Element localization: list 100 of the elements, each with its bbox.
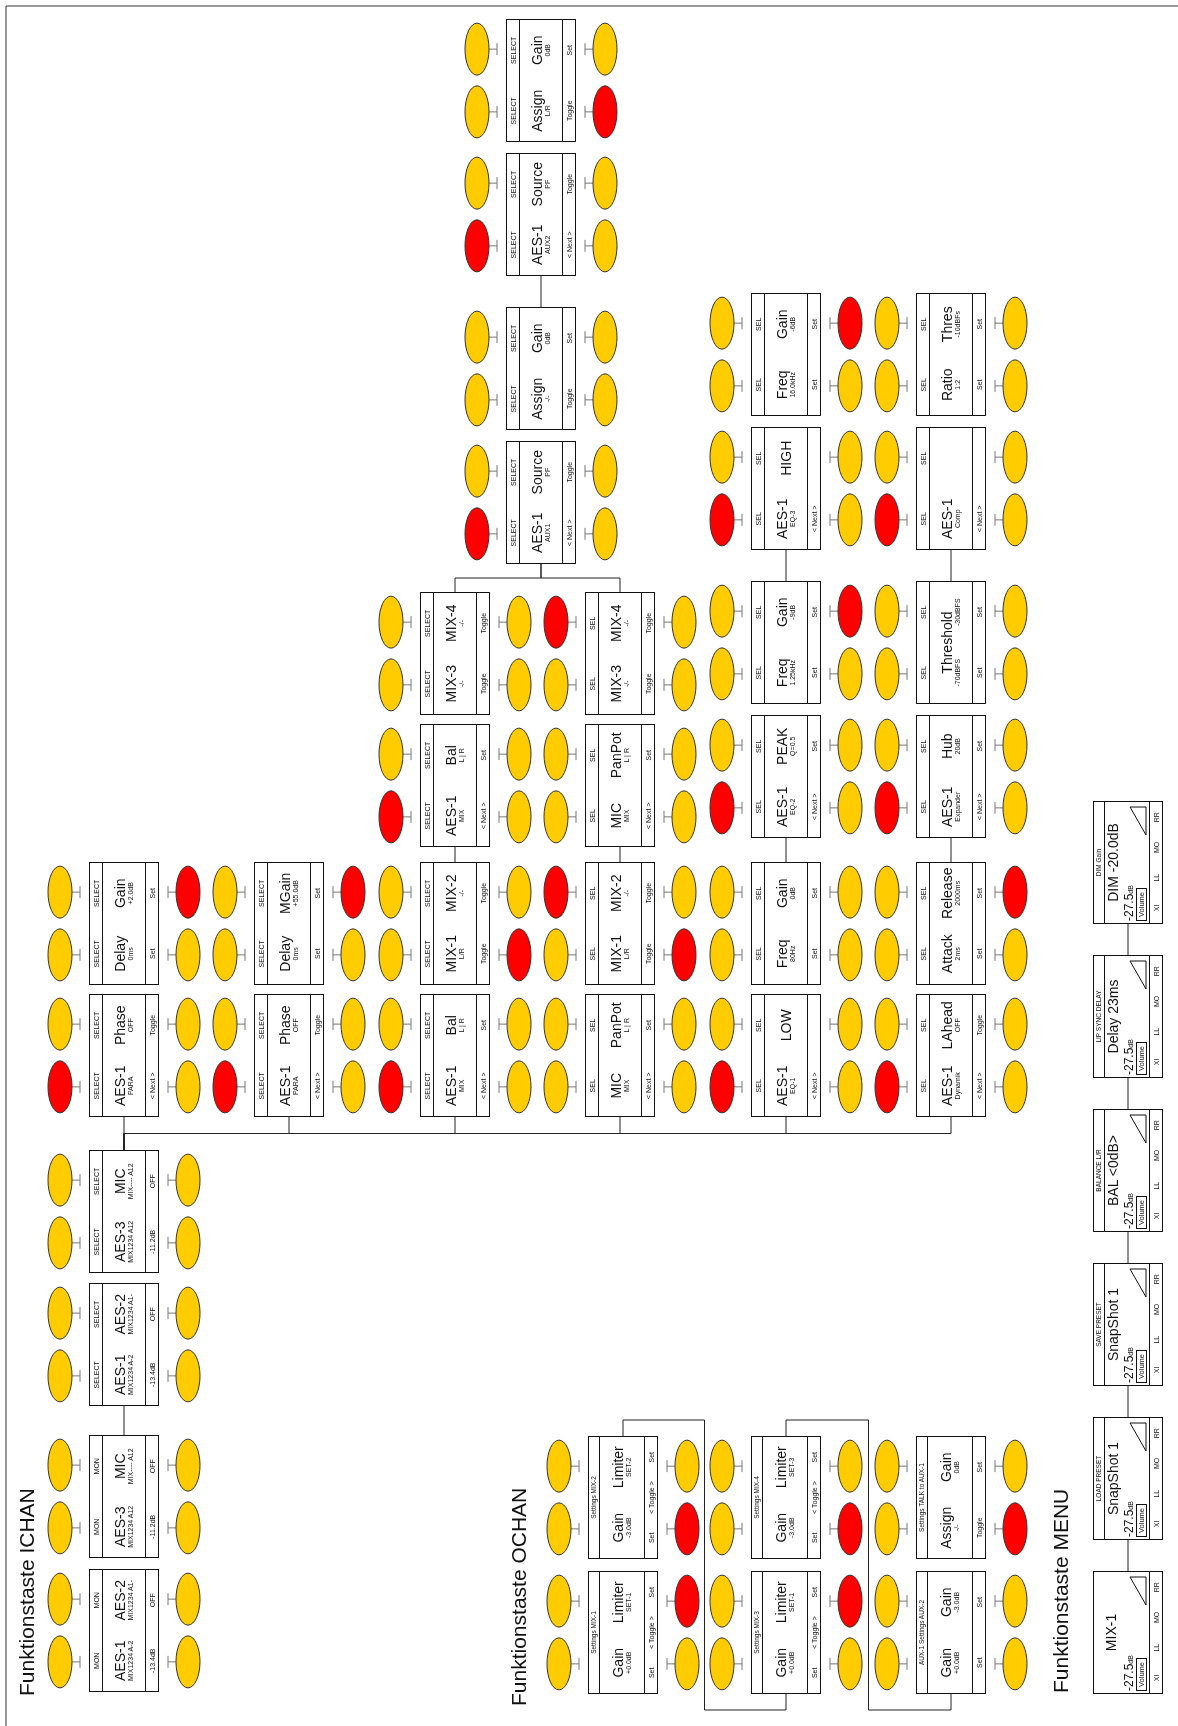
lcd-display bbox=[89, 1435, 159, 1558]
connector-line bbox=[785, 837, 787, 863]
parameter-name: Limiter bbox=[773, 1446, 788, 1489]
parameter-name: AES-1 bbox=[112, 1640, 127, 1681]
connector-line bbox=[1127, 1077, 1129, 1110]
lcd-display bbox=[916, 1571, 986, 1694]
parameter-name: LOW bbox=[779, 1009, 793, 1042]
parameter-name: MGain bbox=[277, 872, 292, 914]
connector-line bbox=[785, 549, 787, 582]
parameter-name: AES-1 bbox=[774, 498, 789, 539]
section-title: Funktionstaste ICHAN bbox=[16, 1488, 37, 1696]
parameter-name: AES-1 bbox=[939, 498, 954, 539]
display-text: Delay 23ms bbox=[1106, 979, 1120, 1054]
lcd-display bbox=[420, 592, 490, 715]
parameter-name: Phase bbox=[277, 1005, 292, 1046]
parameter-name: MIX-3 bbox=[608, 665, 623, 703]
lcd-display bbox=[1093, 1109, 1163, 1232]
display-text: DIM -20.0dB bbox=[1106, 823, 1120, 902]
lcd-display bbox=[254, 994, 324, 1117]
lcd-display bbox=[420, 724, 490, 847]
parameter-name: Gain bbox=[112, 878, 127, 909]
parameter-name: AES-3 bbox=[112, 1506, 127, 1547]
parameter-name: Threshold bbox=[939, 611, 954, 674]
lcd-display bbox=[506, 153, 576, 276]
parameter-name: PanPot bbox=[608, 1002, 623, 1049]
lcd-display bbox=[916, 427, 986, 550]
lcd-display bbox=[89, 1150, 159, 1273]
lcd-display bbox=[585, 862, 655, 985]
connector-line bbox=[950, 549, 952, 582]
parameter-name: MIX-2 bbox=[443, 874, 458, 912]
parameter-name: Hub bbox=[939, 733, 954, 760]
parameter-name: AES-3 bbox=[112, 1221, 127, 1262]
display-text: BAL <0dB> bbox=[1106, 1134, 1120, 1207]
lcd-display bbox=[420, 994, 490, 1117]
parameter-name: MIC bbox=[608, 802, 623, 829]
lcd-display bbox=[89, 1283, 159, 1406]
display-text: MIX-1 bbox=[1104, 1613, 1118, 1652]
parameter-name: Source bbox=[529, 162, 544, 207]
display-text: SnapShot 1 bbox=[1106, 1287, 1120, 1362]
parameter-name: LAhead bbox=[939, 1001, 954, 1050]
parameter-name: MIX-1 bbox=[608, 935, 623, 973]
parameter-name: MIC bbox=[112, 1168, 127, 1195]
lcd-display bbox=[254, 862, 324, 985]
section-title: Funktionstaste MENU bbox=[1050, 1488, 1071, 1693]
lcd-display bbox=[751, 1571, 821, 1694]
parameter-name: Gain bbox=[773, 1647, 788, 1678]
parameter-name: AES-1 bbox=[443, 795, 458, 836]
parameter-name: Phase bbox=[112, 1005, 127, 1046]
parameter-name: AES-1 bbox=[112, 1354, 127, 1395]
parameter-name: AES-1 bbox=[774, 1065, 789, 1106]
parameter-name: MIX-4 bbox=[608, 604, 623, 642]
parameter-name: Limiter bbox=[610, 1446, 625, 1489]
connector-line bbox=[622, 1419, 787, 1711]
section-title: Funktionstaste OCHAN bbox=[508, 1487, 529, 1706]
parameter-name: AES-1 bbox=[529, 224, 544, 265]
connector-line bbox=[619, 846, 621, 863]
lcd-display bbox=[1093, 1417, 1163, 1540]
lcd-display bbox=[1093, 1571, 1163, 1694]
lcd-display bbox=[751, 994, 821, 1117]
parameter-name: AES-2 bbox=[112, 1580, 127, 1621]
parameter-name: AES-1 bbox=[112, 1065, 127, 1106]
parameter-name: MIX-1 bbox=[443, 935, 458, 973]
lcd-display bbox=[916, 581, 986, 704]
parameter-name: AES-2 bbox=[112, 1294, 127, 1335]
connector-line bbox=[454, 846, 456, 863]
lcd-display bbox=[420, 862, 490, 985]
lcd-display bbox=[89, 862, 159, 985]
lcd-display bbox=[916, 1436, 986, 1559]
connector-line bbox=[540, 275, 542, 308]
parameter-name: MIX-3 bbox=[443, 665, 458, 703]
lcd-display bbox=[751, 1436, 821, 1559]
parameter-name: Gain bbox=[610, 1647, 625, 1678]
parameter-name: MIC bbox=[608, 1072, 623, 1099]
connector-line bbox=[785, 1419, 952, 1711]
parameter-name: Freq bbox=[774, 939, 789, 969]
parameter-name: Freq bbox=[774, 658, 789, 688]
parameter-name: Gain bbox=[529, 323, 544, 354]
parameter-name: MIC bbox=[112, 1453, 127, 1480]
parameter-name: Assign bbox=[938, 1506, 953, 1549]
connector-line bbox=[1127, 923, 1129, 956]
lcd-display bbox=[916, 994, 986, 1117]
lcd-display bbox=[1093, 1263, 1163, 1386]
parameter-name: PanPot bbox=[608, 732, 623, 779]
lcd-display bbox=[588, 1571, 658, 1694]
parameter-name: Gain bbox=[774, 597, 789, 628]
lcd-display bbox=[916, 293, 986, 416]
parameter-name: Assign bbox=[529, 89, 544, 132]
parameter-name: AES-1 bbox=[939, 1065, 954, 1106]
parameter-name: AES-1 bbox=[939, 786, 954, 827]
parameter-name: MIX-2 bbox=[608, 874, 623, 912]
lcd-display bbox=[916, 715, 986, 838]
lcd-display bbox=[1093, 955, 1163, 1078]
parameter-name: Gain bbox=[774, 309, 789, 340]
parameter-name: Gain bbox=[938, 1452, 953, 1483]
parameter-name: Bal bbox=[443, 1015, 458, 1036]
parameter-name: Gain bbox=[610, 1512, 625, 1543]
parameter-name: Gain bbox=[774, 878, 789, 909]
parameter-name: Release bbox=[939, 867, 954, 919]
parameter-name: Limiter bbox=[610, 1581, 625, 1624]
lcd-display bbox=[506, 441, 576, 564]
